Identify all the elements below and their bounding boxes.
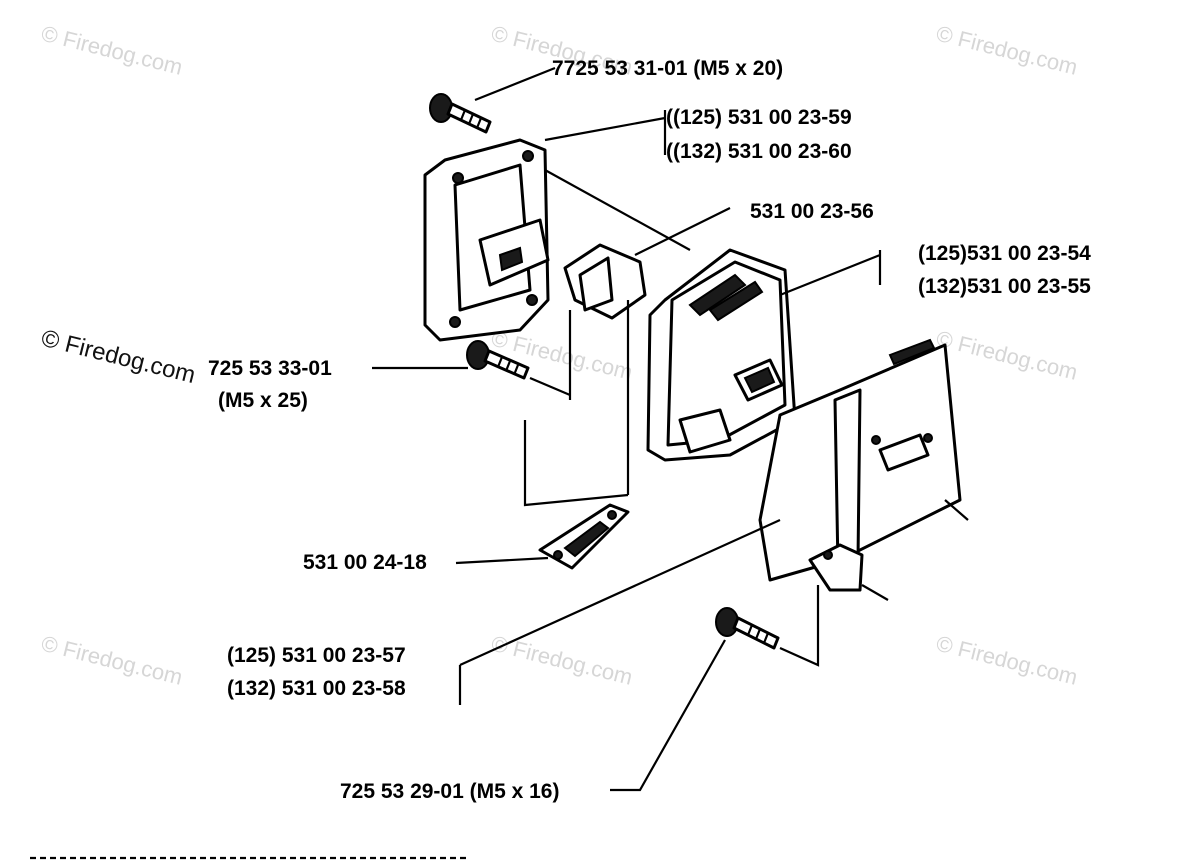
align-plate-right	[861, 499, 969, 601]
watermark-mid-left: © Firedog.com	[39, 325, 199, 389]
heat-shield-part	[758, 338, 962, 592]
label-screw-bottom: 725 53 29-01 (M5 x 16)	[340, 780, 559, 803]
label-plate-132: (132) 531 00 23-58	[227, 677, 406, 700]
screw-mid-part	[466, 340, 530, 380]
muffler-cover-part	[423, 138, 550, 342]
muffler-body-part	[646, 248, 797, 462]
align-gasket-box	[523, 420, 629, 507]
part-labels: 7725 53 31-01 (M5 x 20) ((125) 531 00 23…	[208, 57, 1091, 803]
align-screw-mid	[529, 376, 571, 397]
leader-muffler	[779, 250, 882, 297]
align-screw-bottom	[779, 585, 820, 667]
leader-bracket	[634, 207, 731, 256]
bracket-part	[563, 243, 647, 320]
watermark-top-left: © Firedog.com	[39, 21, 185, 80]
label-plate-125: (125) 531 00 23-57	[227, 644, 406, 667]
label-cover-132: ((132) 531 00 23-60	[666, 140, 852, 163]
watermark-bottom-center: © Firedog.com	[489, 631, 635, 690]
label-screw-mid-part: 725 53 33-01	[208, 357, 332, 380]
label-gasket: 531 00 24-18	[303, 551, 427, 574]
leader-screw-bottom	[610, 639, 726, 792]
watermark-top-right: © Firedog.com	[934, 21, 1080, 80]
watermark-bottom-right: © Firedog.com	[934, 631, 1080, 690]
label-cover-125: ((125) 531 00 23-59	[666, 106, 852, 129]
leader-screw-top	[474, 66, 556, 102]
leader-plate	[458, 518, 781, 705]
label-muffler-132: (132)531 00 23-55	[918, 275, 1091, 298]
label-muffler-125: (125)531 00 23-54	[918, 242, 1091, 265]
watermark-mid-center: © Firedog.com	[489, 326, 635, 385]
align-cover-muffler	[544, 169, 691, 251]
watermark-mid-right: © Firedog.com	[934, 326, 1080, 385]
leader-cover	[544, 110, 667, 155]
label-screw-mid-size: (M5 x 25)	[218, 389, 308, 412]
label-screw-top: 7725 53 31-01 (M5 x 20)	[552, 57, 783, 80]
watermark-bottom-left: © Firedog.com	[39, 631, 185, 690]
screw-bottom-part	[715, 607, 780, 650]
screw-top-part	[429, 93, 492, 134]
label-bracket: 531 00 23-56	[750, 200, 874, 223]
gasket-part	[538, 503, 630, 570]
leader-lines	[372, 66, 969, 792]
leader-gasket	[455, 556, 549, 565]
